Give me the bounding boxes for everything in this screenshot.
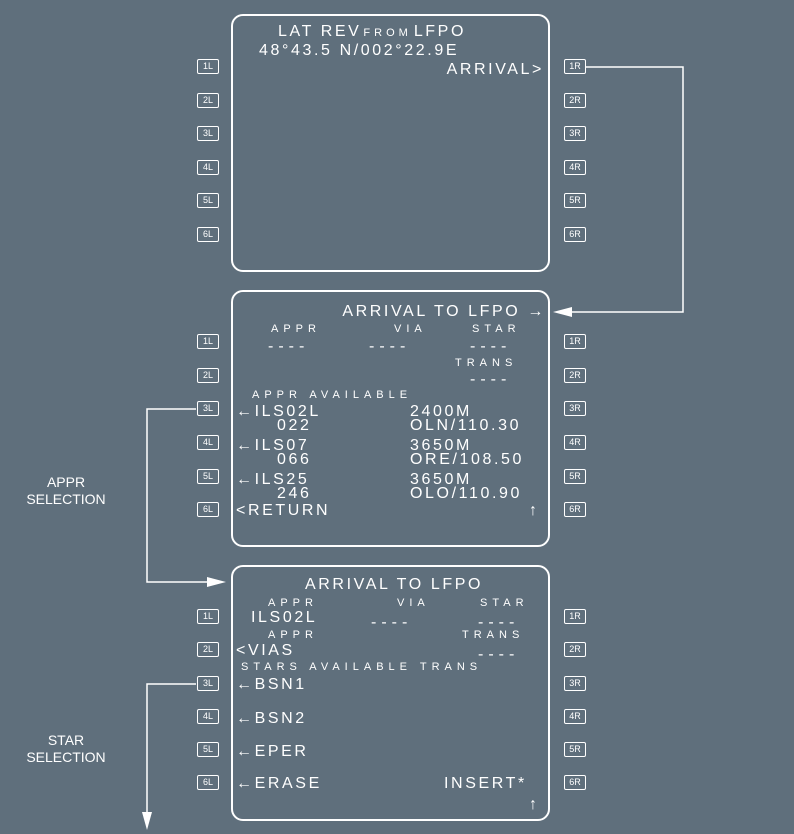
arrow-1r-to-arrival (570, 66, 684, 313)
line-select-key-5r[interactable]: 5R (564, 193, 586, 208)
line-select-key-6r[interactable]: 6R (564, 227, 586, 242)
stars-available-label: STARS AVAILABLE TRANS (241, 661, 483, 673)
line-select-key-6l[interactable]: 6L (197, 775, 219, 790)
line-select-key-4r[interactable]: 4R (564, 160, 586, 175)
line-select-key-1l[interactable]: 1L (197, 609, 219, 624)
appr-label: APPR (268, 597, 318, 609)
arrival-prompt[interactable]: ARRIVAL> (446, 61, 544, 78)
line-select-key-2r[interactable]: 2R (564, 368, 586, 383)
line-select-key-3r[interactable]: 3R (564, 676, 586, 691)
line-select-key-4l[interactable]: 4L (197, 709, 219, 724)
line-select-key-5l[interactable]: 5L (197, 469, 219, 484)
navaid-frequency: OLO/110.90 (410, 485, 522, 502)
star-value: ---- (470, 338, 512, 355)
vias-prompt[interactable]: <VIAS (236, 642, 295, 659)
via-label: VIA (394, 323, 427, 335)
runway-length: 3650M (410, 437, 472, 454)
line-select-key-4l[interactable]: 4L (197, 435, 219, 450)
line-select-key-3r[interactable]: 3R (564, 126, 586, 141)
trans-value: ---- (478, 646, 520, 663)
approach-course: 022 (277, 417, 312, 434)
star-bsn1[interactable]: ←BSN1 (236, 676, 307, 693)
appr-value: ---- (268, 338, 310, 355)
line-select-key-5r[interactable]: 5R (564, 469, 586, 484)
appr-label: APPR (271, 323, 321, 335)
runway-length: 3650M (410, 471, 472, 488)
line-select-key-1r[interactable]: 1R (564, 334, 586, 349)
trans-label: TRANS (455, 357, 518, 369)
line-select-key-3l[interactable]: 3L (197, 126, 219, 141)
line-select-key-3l[interactable]: 3L (197, 676, 219, 691)
insert-prompt[interactable]: INSERT* (444, 775, 527, 792)
appr-label: APPR (268, 629, 318, 641)
line-select-key-2l[interactable]: 2L (197, 642, 219, 657)
line-select-key-5l[interactable]: 5L (197, 193, 219, 208)
line-select-key-1r[interactable]: 1R (564, 59, 586, 74)
line-select-key-2r[interactable]: 2R (564, 93, 586, 108)
line-select-key-2l[interactable]: 2L (197, 93, 219, 108)
scroll-up-icon[interactable]: ↑ (529, 796, 540, 813)
navaid-frequency: ORE/108.50 (410, 451, 525, 468)
trans-label: TRANS (462, 629, 525, 641)
line-select-key-3l[interactable]: 3L (197, 401, 219, 416)
erase-prompt[interactable]: ←ERASE (236, 775, 322, 792)
page-title: ARRIVAL TO LFPO (305, 576, 484, 593)
approach-ils07[interactable]: ←ILS07 (236, 437, 310, 454)
trans-value: ---- (470, 371, 512, 388)
mcdu-arrival-page-appr: ARRIVAL TO LFPO → APPR VIA STAR ---- ---… (231, 290, 550, 547)
line-select-key-5l[interactable]: 5L (197, 742, 219, 757)
star-eper[interactable]: ←EPER (236, 743, 309, 760)
line-select-key-2l[interactable]: 2L (197, 368, 219, 383)
line-select-key-6r[interactable]: 6R (564, 502, 586, 517)
line-select-key-4r[interactable]: 4R (564, 435, 586, 450)
mcdu-arrival-page-star: ARRIVAL TO LFPO APPR VIA STAR ILS02L ---… (231, 565, 550, 821)
coordinates: 48°43.5 N/002°22.9E (259, 42, 460, 59)
line-select-key-1l[interactable]: 1L (197, 334, 219, 349)
runway-length: 2400M (410, 403, 472, 420)
line-select-key-6l[interactable]: 6L (197, 502, 219, 517)
arrow-3l-down (146, 683, 196, 815)
approach-ils25[interactable]: ←ILS25 (236, 471, 310, 488)
approach-course: 246 (277, 485, 312, 502)
star-label: STAR (480, 597, 529, 609)
via-label: VIA (397, 597, 430, 609)
line-select-key-5r[interactable]: 5R (564, 742, 586, 757)
approach-course: 066 (277, 451, 312, 468)
via-value: ---- (371, 614, 413, 631)
star-label: STAR (472, 323, 521, 335)
line-select-key-1r[interactable]: 1R (564, 609, 586, 624)
appr-value: ILS02L (251, 609, 318, 626)
scroll-up-icon[interactable]: ↑ (529, 502, 540, 519)
star-selection-annotation: STAR SELECTION (26, 732, 106, 765)
page-title: ARRIVAL TO LFPO → (342, 303, 546, 320)
line-select-key-6l[interactable]: 6L (197, 227, 219, 242)
return-prompt[interactable]: <RETURN (236, 502, 331, 519)
appr-available-label: APPR AVAILABLE (252, 389, 413, 401)
line-select-key-4l[interactable]: 4L (197, 160, 219, 175)
star-value: ---- (478, 614, 520, 631)
navaid-frequency: OLN/110.30 (410, 417, 522, 434)
via-value: ---- (369, 338, 411, 355)
arrow-3l-to-star-page (146, 408, 210, 583)
line-select-key-2r[interactable]: 2R (564, 642, 586, 657)
line-select-key-1l[interactable]: 1L (197, 59, 219, 74)
appr-selection-annotation: APPR SELECTION (26, 474, 106, 507)
line-select-key-3r[interactable]: 3R (564, 401, 586, 416)
line-select-key-6r[interactable]: 6R (564, 775, 586, 790)
star-bsn2[interactable]: ←BSN2 (236, 710, 307, 727)
line-select-key-4r[interactable]: 4R (564, 709, 586, 724)
approach-ils02l[interactable]: ←ILS02L (236, 403, 321, 420)
